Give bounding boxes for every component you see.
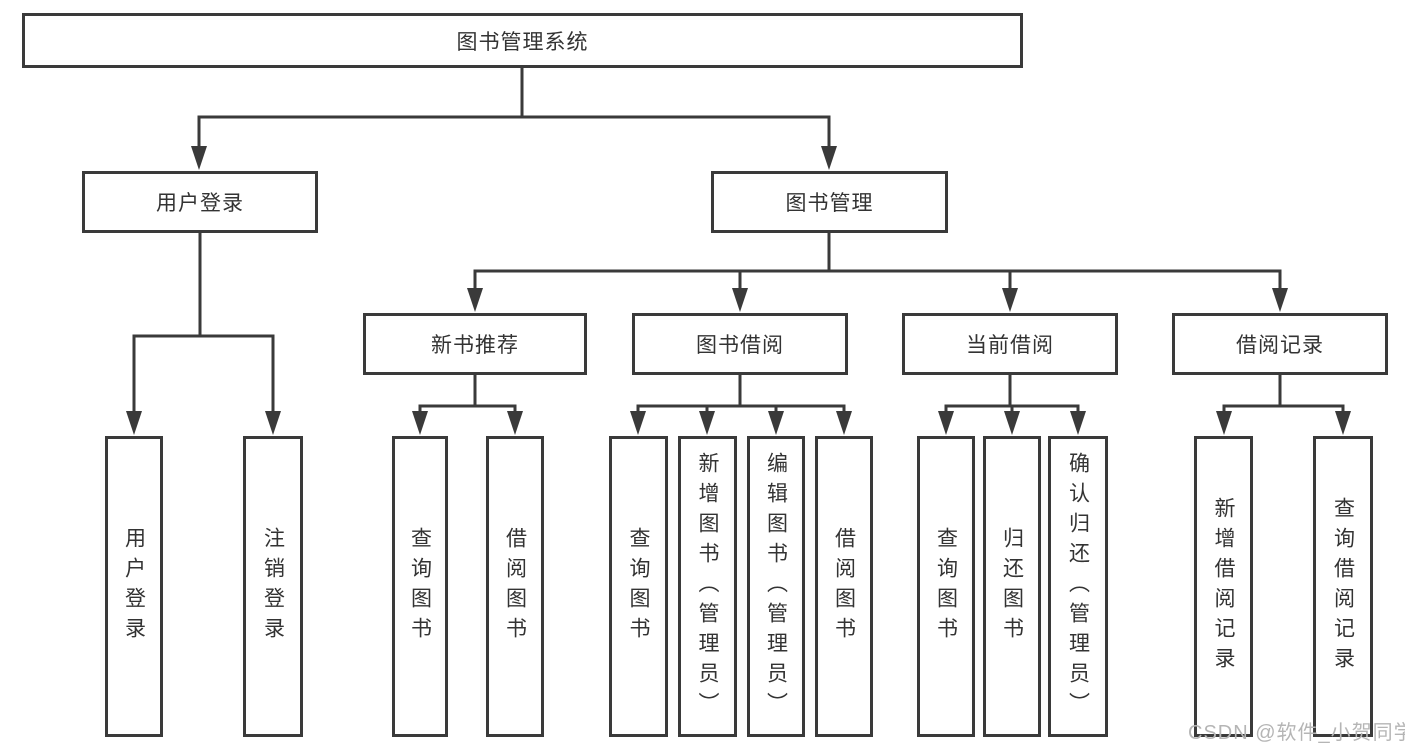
node-new-book-recommendation: 新书推荐: [363, 313, 587, 375]
leaf-user-login: 用户登录: [105, 436, 163, 737]
leaf-query-borrow-record: 查询借阅记录: [1313, 436, 1373, 737]
leaf-confirm-return-admin: 确认归还（管理员）: [1048, 436, 1108, 737]
leaf-logout: 注销登录: [243, 436, 303, 737]
arrowhead: [821, 146, 837, 170]
arrowhead: [1070, 411, 1086, 435]
arrowhead: [126, 411, 142, 435]
leaf-query-books: 查询图书: [609, 436, 668, 737]
node-user-login-branch: 用户登录: [82, 171, 318, 233]
leaf-edit-books-admin: 编辑图书（管理员）: [747, 436, 805, 737]
arrowhead: [1272, 288, 1288, 312]
connector-curborrow-to-leaves: [944, 375, 1080, 413]
arrowhead: [768, 411, 784, 435]
arrowhead: [1004, 411, 1020, 435]
connector-root-to-level2: [197, 68, 831, 148]
connector-records-to-leaves: [1222, 375, 1345, 413]
arrowhead: [630, 411, 646, 435]
node-borrowing-records: 借阅记录: [1172, 313, 1388, 375]
csdn-watermark: CSDN @软件_小贺同学: [1188, 722, 1405, 744]
leaf-query-books: 查询图书: [917, 436, 975, 737]
arrowhead: [938, 411, 954, 435]
connector-newbook-to-leaves: [418, 375, 517, 413]
arrowhead: [1335, 411, 1351, 435]
leaf-add-books-admin: 新增图书（管理员）: [678, 436, 737, 737]
arrowhead: [1002, 288, 1018, 312]
connector-bookborrow-to-leaves: [636, 375, 846, 413]
arrowhead: [412, 411, 428, 435]
arrowhead: [507, 411, 523, 435]
node-library-management-system: 图书管理系统: [22, 13, 1023, 68]
leaf-query-books: 查询图书: [392, 436, 448, 737]
arrowhead: [191, 146, 207, 170]
arrowhead: [467, 288, 483, 312]
arrowhead: [732, 288, 748, 312]
node-book-management-branch: 图书管理: [711, 171, 948, 233]
arrowheads: [126, 146, 1351, 435]
node-book-borrowing: 图书借阅: [632, 313, 848, 375]
arrowhead: [699, 411, 715, 435]
connector-userlogin-to-leaves: [132, 233, 275, 413]
arrowhead: [836, 411, 852, 435]
arrowhead: [265, 411, 281, 435]
leaf-add-borrow-record: 新增借阅记录: [1194, 436, 1253, 737]
node-current-borrowing: 当前借阅: [902, 313, 1118, 375]
connector-bookmgmt-to-level3: [473, 233, 1282, 290]
leaf-borrow-books: 借阅图书: [486, 436, 544, 737]
arrowhead: [1216, 411, 1232, 435]
leaf-return-books: 归还图书: [983, 436, 1041, 737]
leaf-borrow-books: 借阅图书: [815, 436, 873, 737]
